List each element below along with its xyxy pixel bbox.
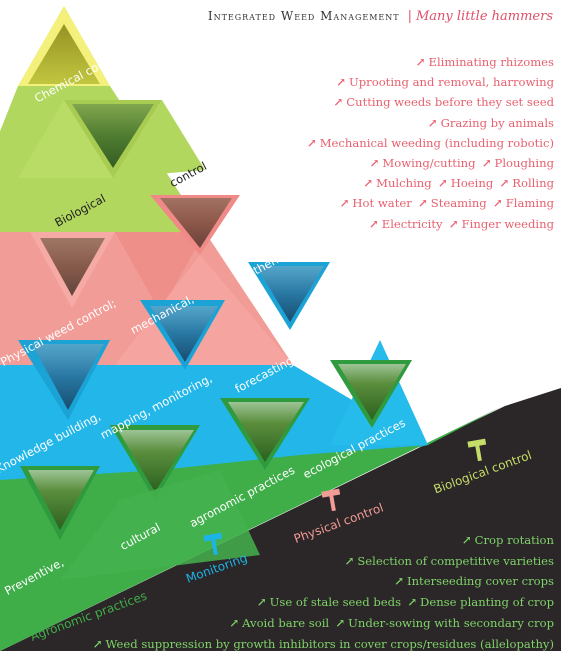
photo-green-down2 [118,430,194,492]
agronomic-practice-item: Dense planting of crop [420,595,554,610]
physical-method-item: Hoeing [450,176,494,191]
photo-blue-down2 [150,306,218,362]
arrow-icon: ↗ [229,615,240,630]
arrow-icon: ↗ [461,533,472,547]
physical-method-row: ↗Mowing/cutting↗Ploughing [307,153,554,173]
physical-method-row: ↗Cutting weeds before they set seed [307,92,554,112]
agronomic-practice-item: Crop rotation [474,533,554,547]
arrow-icon: ↗ [418,196,428,211]
physical-method-item: Flaming [505,196,554,211]
arrow-icon: ↗ [256,595,267,610]
physical-method-row: ↗Eliminating rhizomes [307,52,554,72]
arrow-icon: ↗ [369,216,379,231]
arrow-icon: ↗ [394,574,405,589]
physical-method-item: Cutting weeds before they set seed [346,95,554,110]
physical-method-item: Ploughing [494,156,554,171]
photo-pink-down2 [160,198,232,248]
cell-lime-left [18,100,113,178]
arrow-icon: ↗ [415,55,426,69]
physical-method-row: ↗Uprooting and removal, harrowing [307,72,554,92]
agronomic-practice-row: ↗Interseeding cover crops [93,571,554,592]
agronomic-practices-list: ↗Crop rotation↗Selection of competitive … [93,530,554,654]
arrow-icon: ↗ [427,115,438,130]
physical-method-item: Grazing by animals [440,115,554,130]
physical-method-item: Mulching [376,176,432,191]
cell-pink-up1 [115,232,205,312]
arrow-icon: ↗ [339,196,350,211]
arrow-icon: ↗ [336,75,346,90]
physical-method-row: ↗Grazing by animals [307,113,554,133]
arrow-icon: ↗ [363,176,374,191]
arrow-icon: ↗ [481,156,492,171]
photo-green-down3 [228,402,304,462]
arrow-icon: ↗ [437,176,448,191]
layer-green [0,406,503,651]
agronomic-practice-row: ↗Avoid bare soil↗Under-sowing with secon… [93,613,554,634]
arrow-icon: ↗ [344,553,355,568]
photo-lime-down [72,104,154,168]
physical-method-item: Eliminating rhizomes [428,55,554,69]
hammer-icon-monitoring [203,532,223,556]
physical-methods-list: ↗Eliminating rhizomes↗Uprooting and remo… [307,52,554,234]
agronomic-practice-item: Under-sowing with secondary crop [348,615,554,630]
page-header: Integrated Weed Management |Many little h… [208,5,553,24]
physical-method-item: Finger weeding [461,216,554,231]
agronomic-practice-item: Use of stale seed beds [269,595,402,610]
photo-blue-down3 [256,266,324,322]
agronomic-practice-item: Weed suppression by growth inhibitors in… [105,636,554,651]
physical-method-row: ↗Mulching↗Hoeing↗Rolling [307,173,554,193]
cell-green-up [60,470,260,580]
agronomic-practice-item: Interseeding cover crops [407,574,554,589]
agronomic-practice-row: ↗Weed suppression by growth inhibitors i… [93,634,554,654]
hammer-icon-agronomic [65,584,85,608]
photo-chemical [28,24,100,84]
photo-blue-down1 [32,344,104,410]
agronomic-practice-item: Avoid bare soil [242,615,330,630]
page-subtitle: Many little hammers [415,9,553,24]
arrow-icon: ↗ [369,156,380,171]
physical-method-item: Mowing/cutting [382,156,476,171]
physical-method-item: Rolling [512,176,554,191]
physical-method-item: Electricity [381,216,443,231]
physical-method-row: ↗Hot water↗Steaming↗Flaming [307,193,554,213]
arrow-icon: ↗ [499,176,510,191]
physical-method-item: Hot water [352,196,412,211]
photo-green-down4 [338,364,406,420]
photo-pink-down1 [40,238,105,296]
arrow-icon: ↗ [92,636,103,651]
physical-method-item: Mechanical weeding (including robotic) [319,135,554,150]
label-designing: and designing [329,307,407,357]
arrow-icon: ↗ [333,95,344,110]
page-title: Integrated Weed Management [207,9,400,23]
arrow-icon: ↗ [306,135,317,150]
agronomic-practice-row: ↗Crop rotation [93,530,554,551]
arrow-icon: ↗ [335,615,346,630]
cell-lime-right [113,100,205,178]
hammer-icon-biological [467,438,487,462]
dark-base-band [0,388,561,651]
hammer-icon-physical [321,488,341,512]
physical-method-item: Uprooting and removal, harrowing [348,75,554,90]
agronomic-practice-item: Selection of competitive varieties [357,553,554,568]
arrow-icon: ↗ [407,595,418,610]
physical-method-row: ↗Mechanical weeding (including robotic) [307,133,554,153]
arrow-icon: ↗ [448,216,459,231]
photo-green-down1 [28,470,94,530]
title-separator: | [407,9,412,24]
agronomic-practice-row: ↗Selection of competitive varieties [93,551,554,572]
physical-method-item: Steaming [430,196,487,211]
arrow-icon: ↗ [493,196,503,211]
agronomic-practice-row: ↗Use of stale seed beds↗Dense planting o… [93,592,554,613]
physical-method-row: ↗Electricity↗Finger weeding [307,214,554,234]
pyramid-cells [18,6,428,580]
